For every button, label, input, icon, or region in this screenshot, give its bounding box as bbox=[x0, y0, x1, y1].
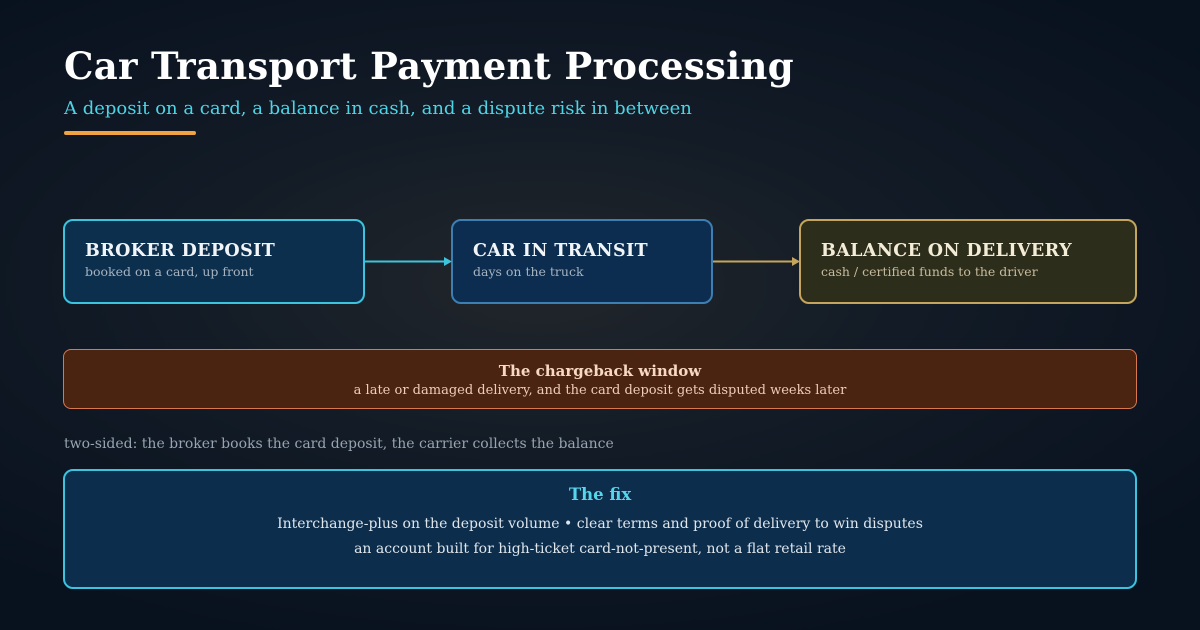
warning-title: The chargeback window bbox=[498, 362, 702, 380]
flow-step-car-in-transit: CAR IN TRANSIT days on the truck bbox=[451, 219, 713, 304]
two-sided-note: two-sided: the broker books the card dep… bbox=[64, 436, 614, 452]
fix-line-2: an account built for high-ticket card-no… bbox=[354, 541, 846, 557]
arrow-transit-to-balance bbox=[713, 257, 800, 266]
page-subtitle: A deposit on a card, a balance in cash, … bbox=[64, 98, 692, 119]
flow-step-label: BALANCE ON DELIVERY bbox=[821, 241, 1072, 261]
flow-step-sub: cash / certified funds to the driver bbox=[821, 264, 1038, 279]
fix-title: The fix bbox=[568, 485, 632, 504]
chargeback-warning-box: The chargeback window a late or damaged … bbox=[63, 349, 1137, 409]
fix-box: The fix Interchange-plus on the deposit … bbox=[63, 469, 1137, 589]
warning-text: a late or damaged delivery, and the card… bbox=[353, 383, 847, 398]
fix-line-1: Interchange-plus on the deposit volume •… bbox=[277, 516, 923, 532]
flow-step-broker-deposit: BROKER DEPOSIT booked on a card, up fron… bbox=[63, 219, 365, 304]
page-title: Car Transport Payment Processing bbox=[64, 44, 794, 88]
flow-step-sub: days on the truck bbox=[473, 264, 584, 279]
flow-step-label: BROKER DEPOSIT bbox=[85, 241, 276, 261]
arrow-deposit-to-transit bbox=[365, 257, 452, 266]
flow-step-sub: booked on a card, up front bbox=[85, 264, 254, 279]
flow-step-balance-on-delivery: BALANCE ON DELIVERY cash / certified fun… bbox=[799, 219, 1137, 304]
title-underline bbox=[64, 131, 196, 135]
flow-step-label: CAR IN TRANSIT bbox=[473, 241, 649, 261]
